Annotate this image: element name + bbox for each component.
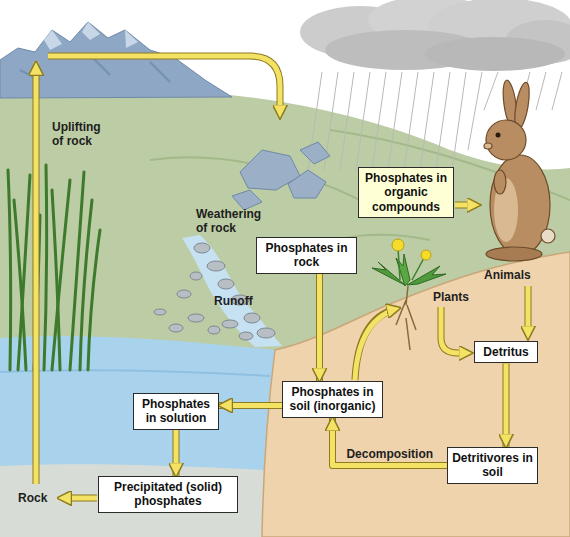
water xyxy=(0,336,275,537)
arrow-label: Decomposition xyxy=(344,447,435,461)
box-text: Phosphates in rock xyxy=(260,241,353,270)
process-box: Detritus xyxy=(474,341,538,363)
process-label: Weathering of rock xyxy=(196,207,270,236)
soil xyxy=(262,252,570,537)
flow-arrow xyxy=(333,418,448,466)
box-text: Detritivores in soil xyxy=(451,451,534,480)
process-box: Precipitated (solid) phosphates xyxy=(98,476,238,513)
box-text: Phosphates in solution xyxy=(137,397,215,426)
flow-arrows xyxy=(36,56,528,498)
box-text: Phosphates in soil (inorganic) xyxy=(286,385,379,414)
process-box: Phosphates in rock xyxy=(256,237,357,274)
flow-arrow xyxy=(219,405,282,406)
process-label: Rock xyxy=(18,491,47,505)
box-text: Detritus xyxy=(478,345,534,359)
reeds xyxy=(8,165,100,370)
cloud xyxy=(300,0,570,170)
process-box: Detritivores in soil xyxy=(447,447,538,484)
process-label: Plants xyxy=(433,290,469,304)
process-box: Phosphates in soil (inorganic) xyxy=(282,381,383,418)
process-box: Phosphates in organic compounds xyxy=(358,167,454,218)
rabbit xyxy=(484,79,555,261)
flow-arrow xyxy=(506,363,507,447)
flow-arrow xyxy=(319,274,320,381)
weathering-rocks xyxy=(232,142,330,210)
box-text: Phosphates in organic compounds xyxy=(362,171,450,214)
process-label: Runoff xyxy=(214,294,253,308)
land xyxy=(0,92,570,537)
process-label: Animals xyxy=(484,268,531,282)
process-label: Uplifting of rock xyxy=(52,120,110,149)
box-text: Precipitated (solid) phosphates xyxy=(102,480,234,509)
flow-arrow xyxy=(176,430,177,476)
process-box: Phosphates in solution xyxy=(133,393,219,430)
